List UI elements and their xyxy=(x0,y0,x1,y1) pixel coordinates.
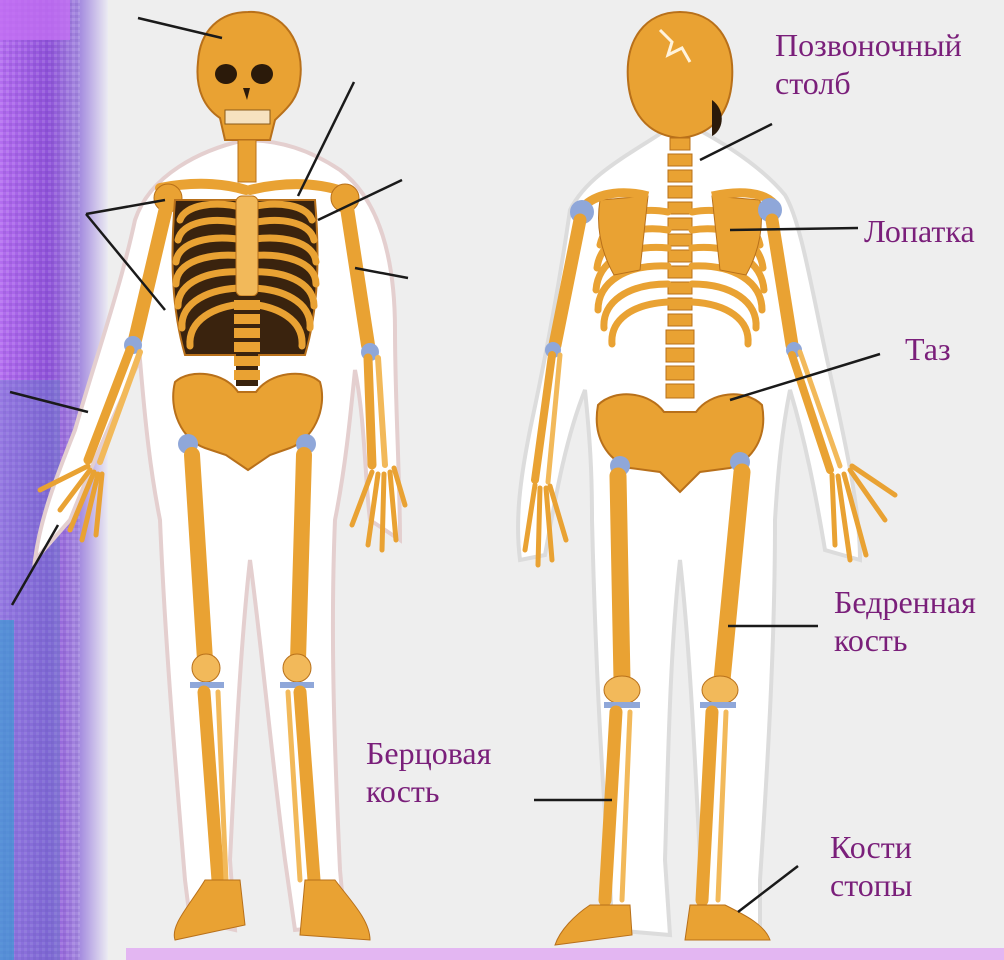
label-tibia-line-1: Берцовая xyxy=(366,734,491,772)
label-tibia: Берцовая кость xyxy=(366,734,491,810)
label-pelvis: Таз xyxy=(905,330,951,368)
label-scapula-line-1: Лопатка xyxy=(864,212,975,250)
label-tibia-line-2: кость xyxy=(366,772,491,810)
label-spine: Позвоночный столб xyxy=(775,26,962,102)
label-foot-bones-line-1: Кости xyxy=(830,828,912,866)
label-foot-bones: Кости стопы xyxy=(830,828,912,904)
skeleton-back-figure xyxy=(518,12,895,945)
skeleton-front-figure xyxy=(35,12,405,940)
label-femur-line-2: кость xyxy=(834,621,976,659)
label-pelvis-line-1: Таз xyxy=(905,330,951,368)
label-scapula: Лопатка xyxy=(864,212,975,250)
label-spine-line-1: Позвоночный xyxy=(775,26,962,64)
accent-bar xyxy=(126,948,1004,960)
label-femur: Бедренная кость xyxy=(834,583,976,659)
label-spine-line-2: столб xyxy=(775,64,962,102)
label-femur-line-1: Бедренная xyxy=(834,583,976,621)
label-foot-bones-line-2: стопы xyxy=(830,866,912,904)
